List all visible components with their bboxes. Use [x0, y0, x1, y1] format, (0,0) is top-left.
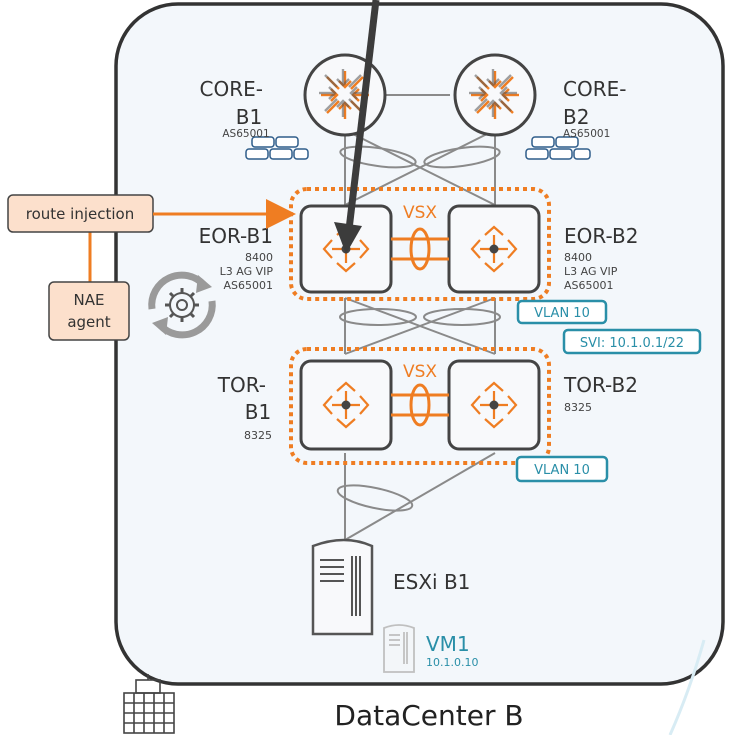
eor-b2-switch-icon	[447, 204, 541, 294]
core-b1-asn: AS65001	[222, 128, 269, 140]
eor-b1-role: L3 AG VIP	[220, 265, 274, 278]
route-injection-label: route injection	[26, 205, 134, 223]
tor-b1-name-line2: B1	[245, 400, 271, 424]
vm-ip: 10.1.0.10	[426, 656, 478, 669]
eor-b2-role: L3 AG VIP	[564, 265, 618, 278]
core-b1-name-line1: CORE-	[200, 77, 263, 101]
eor-b1-model: 8400	[245, 251, 273, 264]
eor-b1-name: EOR-B1	[199, 224, 273, 248]
tor-isl-link	[391, 383, 449, 427]
core-b2-asn: AS65001	[563, 128, 610, 140]
vm-name: VM1	[426, 632, 470, 656]
eor-b2-name: EOR-B2	[564, 224, 638, 248]
incoming-traffic-arrowhead	[334, 222, 362, 254]
tor-b2-name: TOR-B2	[563, 373, 638, 397]
eor-vlan-tag	[516, 299, 608, 325]
eor-isl-link	[391, 227, 449, 271]
gear-sync-icon	[148, 271, 216, 339]
core-b2-router-icon	[453, 53, 537, 137]
tor-b1-name-line1: TOR-	[217, 373, 266, 397]
datacenter-label: DataCenter B	[334, 699, 523, 732]
building-icon	[123, 674, 175, 734]
core-b2-name-line1: CORE-	[563, 77, 626, 101]
eor-b2-asn: AS65001	[564, 279, 614, 292]
eor-b2-model: 8400	[564, 251, 592, 264]
esxi-server-icon	[311, 538, 374, 636]
core-b1-name-line2: B1	[236, 105, 262, 129]
tor-b2-model: 8325	[564, 401, 592, 414]
vm-server-icon	[383, 624, 415, 673]
tor-vlan-text: VLAN 10	[534, 463, 590, 478]
incoming-traffic-arrow	[344, 0, 380, 239]
nae-line2: agent	[67, 313, 110, 331]
decorative-arc	[668, 639, 706, 735]
svi-text: SVI: 10.1.0.1/22	[580, 336, 684, 351]
esxi-label: ESXi B1	[393, 570, 470, 594]
nae-agent-box	[48, 281, 130, 341]
eor-vsx-group	[289, 187, 551, 301]
eor-vlan-text: VLAN 10	[534, 306, 590, 321]
tor-b1-model: 8325	[244, 429, 272, 442]
links	[344, 94, 496, 541]
tor-vlan-tag	[515, 455, 609, 483]
tor-b2-switch-icon	[447, 359, 541, 451]
tor-b1-switch-icon	[299, 359, 393, 451]
core-b1-firewall-icon	[245, 136, 309, 160]
eor-b1-asn: AS65001	[224, 279, 274, 292]
tor-vsx-group	[289, 347, 551, 465]
svi-tag	[562, 328, 702, 355]
core-b2-firewall-icon	[525, 136, 591, 160]
tor-vsx-label: VSX	[403, 362, 437, 382]
datacenter-container	[114, 2, 725, 686]
nae-line1: NAE	[74, 291, 105, 309]
eor-vsx-label: VSX	[403, 203, 437, 223]
core-b1-router-icon	[303, 53, 387, 137]
lag-ellipses	[336, 145, 501, 512]
core-b2-name-line2: B2	[563, 105, 589, 129]
